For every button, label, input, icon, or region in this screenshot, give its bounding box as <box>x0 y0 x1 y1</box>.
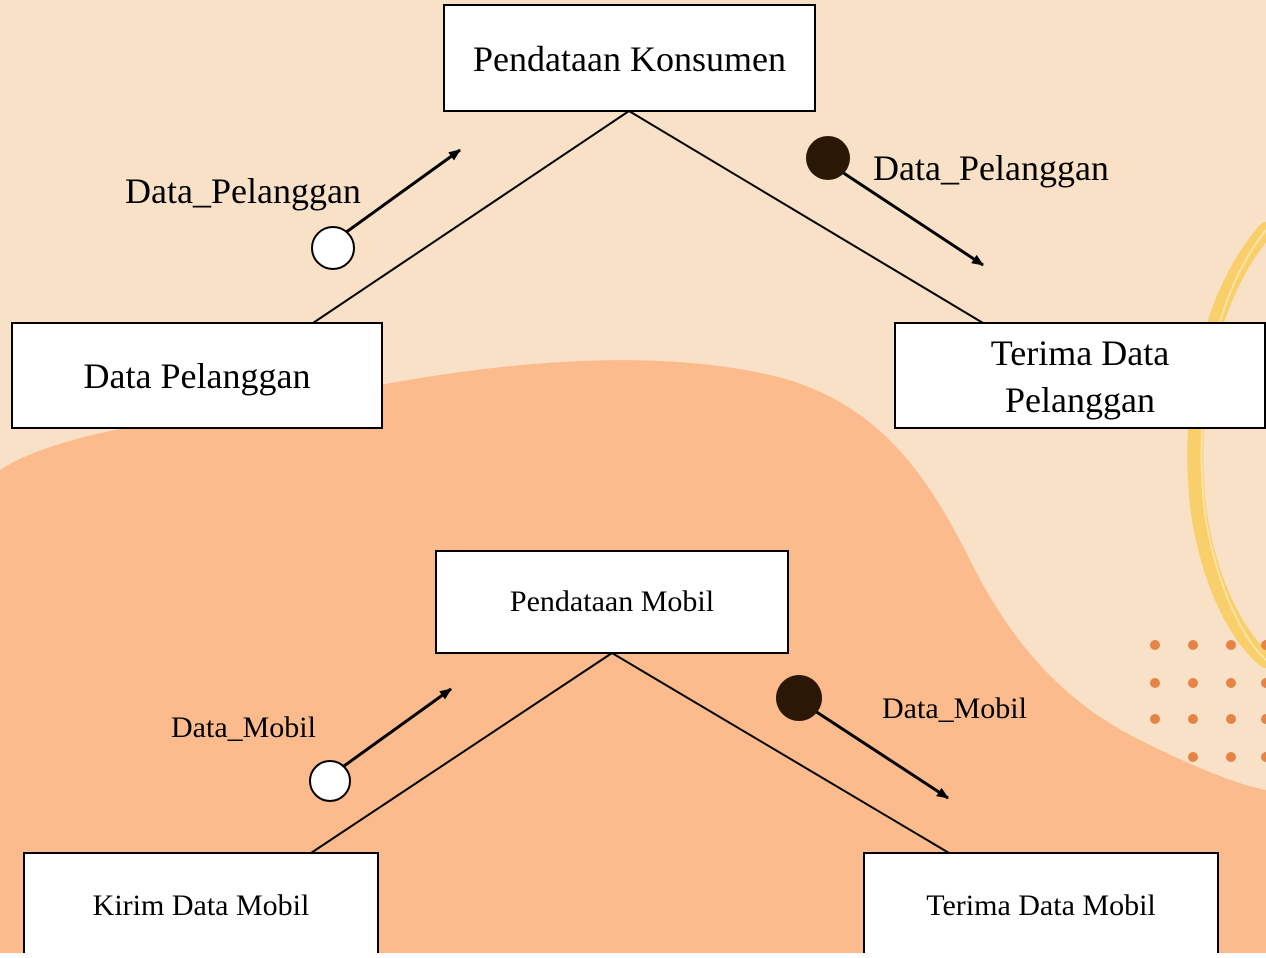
decorative-dot <box>1261 752 1266 762</box>
control-flag-filled-icon <box>776 675 822 721</box>
module-label: Kirim Data Mobil <box>93 889 310 922</box>
module-terima-data-pelanggan: Terima Data Pelanggan <box>894 322 1266 429</box>
decorative-dot <box>1261 714 1266 724</box>
module-label: Pendataan Konsumen <box>473 39 786 79</box>
module-label-line2: Pelanggan <box>1005 380 1155 420</box>
background-blob <box>0 360 1266 953</box>
control-flag-filled-icon <box>806 136 850 180</box>
flow-label: Data_Mobil <box>882 692 1027 725</box>
decorative-dot <box>1261 640 1266 650</box>
decorative-dot <box>1226 752 1236 762</box>
data-couple-in: Data_Pelanggan <box>125 148 461 270</box>
decorative-dot <box>1188 640 1198 650</box>
flow-arrow <box>841 170 984 267</box>
decorative-dot <box>1150 714 1160 724</box>
module-kirim-data-mobil: Kirim Data Mobil <box>23 852 379 958</box>
structure-chart-mobil: Pendataan Mobil Kirim Data Mobil Terima … <box>23 550 1219 958</box>
decorative-dot <box>1226 678 1236 688</box>
structure-chart-konsumen: Pendataan Konsumen Data Pelanggan Terima… <box>11 4 1266 429</box>
module-label: Data Pelanggan <box>84 356 311 396</box>
decorative-dot-pattern <box>1150 640 1266 762</box>
connector-line <box>628 110 984 324</box>
flow-arrow <box>343 687 452 768</box>
module-pendataan-konsumen: Pendataan Konsumen <box>443 4 816 112</box>
flow-label: Data_Mobil <box>171 711 316 744</box>
module-label: Terima Data Mobil <box>926 889 1156 922</box>
connector-line <box>312 110 630 324</box>
decorative-dot <box>1150 640 1160 650</box>
module-terima-data-mobil: Terima Data Mobil <box>863 852 1219 958</box>
module-label: Pendataan Mobil <box>510 585 714 618</box>
decorative-dot <box>1226 714 1236 724</box>
connector-line <box>611 652 950 854</box>
decorative-dot <box>1150 678 1160 688</box>
data-couple-circle-icon <box>311 226 355 270</box>
decorative-dot <box>1188 752 1198 762</box>
flow-label: Data_Pelanggan <box>125 171 361 211</box>
decorative-dot <box>1188 714 1198 724</box>
data-couple-in: Data_Mobil <box>171 687 452 802</box>
decorative-dot <box>1226 640 1236 650</box>
connector-line <box>310 652 613 854</box>
module-pendataan-mobil: Pendataan Mobil <box>435 550 789 654</box>
flow-arrow <box>344 148 461 235</box>
module-data-pelanggan: Data Pelanggan <box>11 322 383 429</box>
control-flag-out: Data_Pelanggan <box>806 136 1109 267</box>
decorative-curve <box>1187 222 1266 668</box>
flow-arrow <box>811 707 949 800</box>
control-flag-out: Data_Mobil <box>776 675 1027 800</box>
module-label-line1: Terima Data <box>991 333 1169 373</box>
decorative-dot <box>1261 678 1266 688</box>
flow-label: Data_Pelanggan <box>873 148 1109 188</box>
data-couple-circle-icon <box>309 760 351 802</box>
decorative-dot <box>1188 678 1198 688</box>
